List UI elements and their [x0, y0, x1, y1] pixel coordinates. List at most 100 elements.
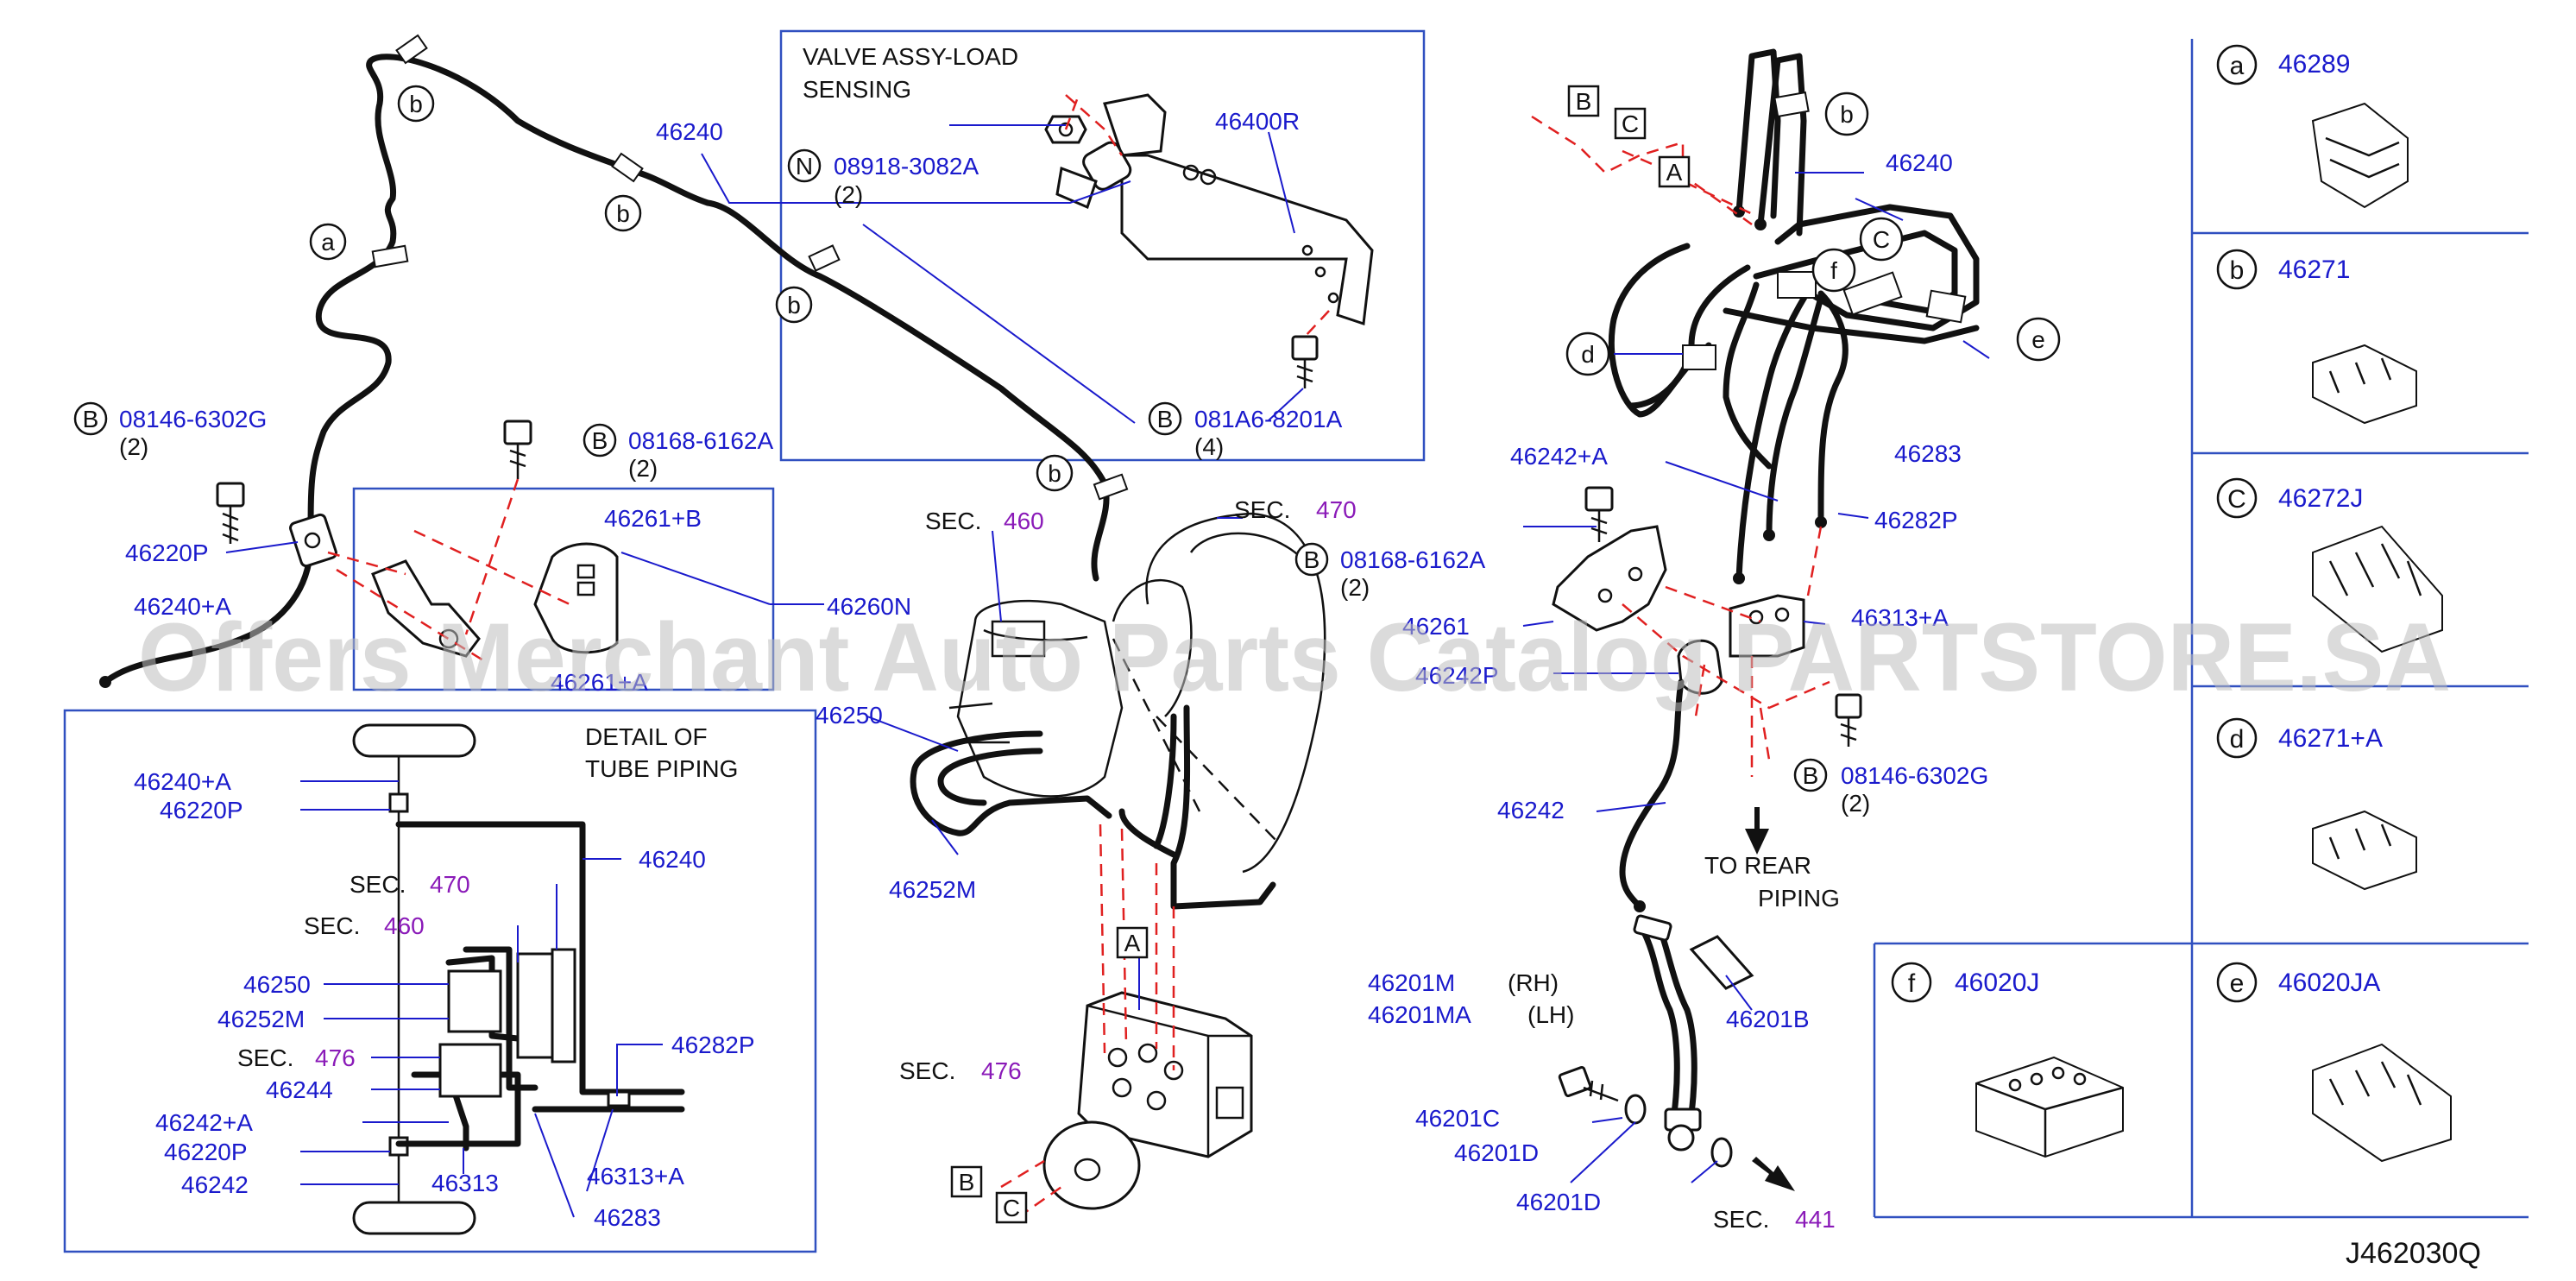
svg-text:46313+A: 46313+A — [587, 1163, 684, 1190]
svg-text:(LH): (LH) — [1527, 1001, 1574, 1028]
svg-text:46220P: 46220P — [125, 540, 209, 566]
svg-text:46313+A: 46313+A — [1851, 604, 1949, 631]
svg-text:C: C — [1873, 226, 1890, 253]
letter-callouts: b a b b b B B N B B B B C A A B C b — [73, 85, 2061, 1224]
svg-text:e: e — [2230, 969, 2245, 998]
svg-text:a: a — [2230, 52, 2245, 80]
bolt-46242-plus-a — [1584, 486, 1614, 542]
svg-text:b: b — [409, 91, 423, 117]
pipe-clips-left — [371, 34, 1129, 501]
svg-text:(2): (2) — [628, 455, 658, 482]
svg-text:d: d — [1581, 341, 1595, 368]
bracket-46261-b — [533, 542, 619, 654]
svg-text:460: 460 — [1004, 508, 1044, 534]
svg-text:SEC.: SEC. — [304, 912, 360, 939]
svg-text:b: b — [2230, 256, 2245, 285]
bracket-46261-a — [371, 559, 481, 658]
bracket-detail-box — [352, 487, 775, 691]
svg-text:08168-6162A: 08168-6162A — [1340, 546, 1485, 573]
svg-text:46242+A: 46242+A — [155, 1109, 253, 1136]
tube-46250-46252m — [910, 638, 1278, 910]
svg-text:TUBE PIPING: TUBE PIPING — [585, 755, 738, 782]
svg-text:PIPING: PIPING — [1758, 885, 1840, 912]
bracket-46261 — [1552, 525, 1667, 632]
svg-text:46242P: 46242P — [1415, 662, 1499, 689]
svg-text:e: e — [2031, 326, 2045, 353]
svg-text:SEC.: SEC. — [237, 1044, 293, 1071]
svg-text:SEC.: SEC. — [1713, 1206, 1769, 1233]
clip-46272j-drawing — [2312, 525, 2443, 653]
brake-tube-46242 — [1619, 678, 1685, 912]
svg-text:f: f — [1908, 969, 1916, 998]
svg-text:(RH): (RH) — [1508, 969, 1559, 996]
right-dash-lines — [1531, 115, 1830, 777]
svg-text:46313: 46313 — [431, 1170, 499, 1196]
svg-text:46271+A: 46271+A — [2278, 724, 2383, 753]
svg-text:46272J: 46272J — [2278, 484, 2363, 513]
svg-text:46201D: 46201D — [1516, 1189, 1601, 1215]
svg-text:46201M: 46201M — [1368, 969, 1455, 996]
detail-schematic — [352, 723, 685, 1235]
svg-text:46240+A: 46240+A — [134, 768, 231, 795]
svg-text:46201C: 46201C — [1415, 1105, 1500, 1132]
svg-text:46240: 46240 — [1886, 149, 1953, 176]
svg-text:460: 460 — [384, 912, 425, 939]
svg-text:(2): (2) — [1340, 574, 1370, 601]
svg-text:(4): (4) — [1194, 433, 1224, 460]
svg-text:46252M: 46252M — [217, 1006, 305, 1032]
junction-block-46220p — [289, 513, 337, 568]
clip-46271-drawing — [2312, 344, 2417, 425]
svg-text:b: b — [1048, 460, 1061, 487]
svg-text:C: C — [2227, 485, 2246, 514]
svg-text:46220P: 46220P — [160, 797, 243, 824]
svg-text:46020JA: 46020JA — [2278, 969, 2380, 997]
svg-text:08168-6162A: 08168-6162A — [628, 427, 773, 454]
svg-text:A: A — [1666, 159, 1683, 186]
part-labels: 46240 VALVE ASSY-LOAD SENSING 46400R 089… — [119, 43, 1988, 1233]
svg-text:441: 441 — [1795, 1206, 1836, 1233]
valve-assembly-dash-lines — [1064, 94, 1330, 338]
svg-text:46400R: 46400R — [1215, 108, 1300, 135]
brake-tube-46240-right — [1608, 48, 1980, 584]
svg-text:46201MA: 46201MA — [1368, 1001, 1471, 1028]
svg-text:081A6-8201A: 081A6-8201A — [1194, 406, 1343, 432]
connector-46313-plus-a — [1729, 594, 1805, 658]
svg-text:(2): (2) — [834, 181, 863, 208]
svg-text:46201D: 46201D — [1454, 1139, 1539, 1166]
svg-text:46240+A: 46240+A — [134, 593, 231, 620]
leader-lines — [225, 124, 1990, 1218]
svg-text:46271: 46271 — [2278, 256, 2350, 284]
svg-text:B: B — [959, 1169, 975, 1196]
brake-tube-46240-plus-a — [102, 539, 314, 685]
svg-text:C: C — [1003, 1195, 1020, 1221]
svg-text:470: 470 — [430, 871, 470, 898]
svg-text:SEC.: SEC. — [899, 1057, 955, 1084]
svg-text:476: 476 — [981, 1057, 1022, 1084]
svg-text:a: a — [321, 229, 335, 256]
svg-text:B: B — [1576, 88, 1592, 115]
svg-text:46283: 46283 — [1894, 440, 1962, 467]
svg-text:08146-6302G: 08146-6302G — [1841, 762, 1988, 789]
svg-text:A: A — [1124, 930, 1141, 956]
svg-text:b: b — [787, 292, 801, 319]
pipe-clips-right — [1682, 91, 1967, 370]
svg-text:46250: 46250 — [816, 702, 883, 729]
svg-text:SEC.: SEC. — [925, 508, 981, 534]
clip-46289-drawing — [2311, 102, 2409, 209]
svg-text:TO REAR: TO REAR — [1704, 852, 1811, 879]
clip-46020j-drawing — [1975, 1056, 2124, 1158]
svg-text:C: C — [1622, 110, 1639, 137]
svg-text:46240: 46240 — [639, 846, 706, 873]
svg-text:46201B: 46201B — [1726, 1006, 1810, 1032]
svg-text:46283: 46283 — [594, 1204, 661, 1231]
master-cylinder — [948, 599, 1124, 798]
svg-text:46252M: 46252M — [889, 876, 976, 903]
bolt-08146-right — [1835, 693, 1862, 747]
svg-text:46250: 46250 — [243, 971, 311, 998]
svg-text:46261+A: 46261+A — [551, 669, 648, 696]
brake-tube-46240 — [307, 54, 1110, 582]
svg-text:46282P: 46282P — [1874, 507, 1958, 533]
load-sensing-valve-46400r — [1055, 93, 1374, 326]
arrow-to-sec-441 — [1752, 1157, 1795, 1191]
